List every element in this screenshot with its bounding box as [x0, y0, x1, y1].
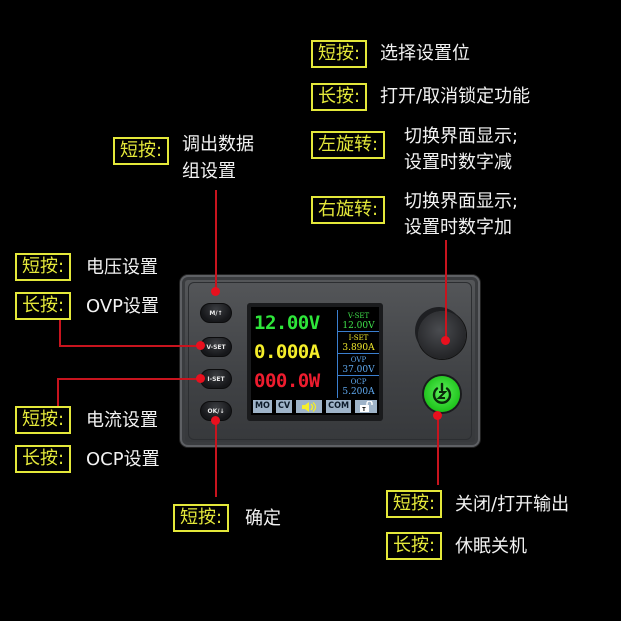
- vset-cell: V-SET 12.00V: [338, 310, 379, 332]
- iset-long-press-tag: 长按:: [15, 445, 72, 473]
- ok-leader-dot: [211, 416, 220, 425]
- power-short-press-desc: 关闭/打开输出: [455, 494, 570, 515]
- m-button-leader-dot: [211, 287, 220, 296]
- ovp-cell: OVP 37.00V: [338, 354, 379, 376]
- iset-leader-line-h: [57, 378, 201, 380]
- m-button-leader-line: [215, 190, 217, 292]
- lcd-bezel: 12.00V 0.000A 000.0W V-SET 12.00V I-SET …: [247, 303, 383, 421]
- rotary-encoder-knob[interactable]: [418, 311, 466, 359]
- lcd-screen: 12.00V 0.000A 000.0W V-SET 12.00V I-SET …: [251, 307, 379, 415]
- ovp-value: 37.00V: [342, 365, 375, 375]
- knob-rotate-right-tag: 右旋转:: [311, 196, 386, 224]
- knob-leader-dot: [441, 336, 450, 345]
- vset-label: V-SET: [347, 312, 370, 320]
- mode-chip: MO: [253, 400, 272, 413]
- m-button-short-press-desc-2: 组设置: [182, 161, 236, 182]
- knob-rotate-right-desc-1: 切换界面显示;: [404, 191, 519, 212]
- iset-long-press-desc: OCP设置: [86, 449, 160, 470]
- ocp-value: 5.200A: [342, 387, 375, 397]
- knob-rotate-left-tag: 左旋转:: [311, 131, 386, 159]
- vset-short-press-desc: 电压设置: [86, 257, 158, 278]
- vset-button[interactable]: V-SET: [200, 337, 232, 357]
- status-bar: MO CV COM T: [253, 400, 377, 413]
- vset-value: 12.00V: [342, 321, 375, 331]
- svg-text:T: T: [362, 407, 366, 412]
- knob-leader-line: [445, 240, 447, 340]
- knob-long-press-tag: 长按:: [311, 83, 368, 111]
- ocp-label: OCP: [350, 378, 367, 386]
- unlock-icon: T: [355, 400, 377, 413]
- iset-label: I-SET: [348, 334, 369, 342]
- iset-cell: I-SET 3.890A: [338, 332, 379, 354]
- power-output-button[interactable]: [424, 376, 460, 412]
- knob-rotate-right-desc-2: 设置时数字加: [404, 217, 512, 238]
- m-up-button[interactable]: M/↑: [200, 303, 232, 323]
- power-long-press-desc: 休眠关机: [455, 536, 527, 557]
- ok-short-press-desc: 确定: [245, 508, 281, 529]
- vset-long-press-desc: OVP设置: [86, 296, 160, 317]
- knob-rotate-left-desc-1: 切换界面显示;: [404, 126, 519, 147]
- power-readout: 000.0W: [254, 370, 320, 392]
- power-leader-line: [437, 415, 439, 485]
- power-supply-device: M/↑ V-SET I-SET OK/↓ 12.00V 0.000A 000.0…: [180, 275, 480, 447]
- voltage-readout: 12.00V: [254, 312, 320, 334]
- current-readout: 0.000A: [254, 341, 320, 363]
- device-panel-inset: [188, 282, 472, 440]
- setpoint-panel: V-SET 12.00V I-SET 3.890A OVP 37.00V OCP…: [337, 310, 379, 398]
- ocp-cell: OCP 5.200A: [338, 376, 379, 398]
- power-leader-dot: [433, 411, 442, 420]
- iset-value: 3.890A: [342, 343, 375, 353]
- iset-leader-dot: [196, 374, 205, 383]
- cv-chip: CV: [275, 400, 293, 413]
- power-short-press-tag: 短按:: [386, 490, 443, 518]
- power-long-press-tag: 长按:: [386, 532, 443, 560]
- m-button-short-press-desc-1: 调出数据: [182, 134, 254, 155]
- iset-short-press-desc: 电流设置: [86, 410, 158, 431]
- iset-leader-line-v: [57, 378, 59, 406]
- ok-leader-line: [215, 420, 217, 497]
- vset-long-press-tag: 长按:: [15, 292, 72, 320]
- vset-short-press-tag: 短按:: [15, 253, 72, 281]
- knob-short-press-desc: 选择设置位: [380, 43, 470, 64]
- ok-short-press-tag: 短按:: [173, 504, 230, 532]
- vset-leader-line-v: [59, 320, 61, 346]
- knob-short-press-tag: 短按:: [311, 40, 368, 68]
- m-button-short-press-tag: 短按:: [113, 137, 170, 165]
- ovp-label: OVP: [350, 356, 367, 364]
- knob-long-press-desc: 打开/取消锁定功能: [380, 86, 531, 107]
- com-chip: COM: [326, 400, 352, 413]
- vset-leader-dot: [196, 341, 205, 350]
- vset-leader-line-h: [59, 345, 201, 347]
- power-icon: [432, 382, 452, 404]
- iset-short-press-tag: 短按:: [15, 406, 72, 434]
- speaker-icon: [296, 400, 323, 413]
- knob-rotate-left-desc-2: 设置时数字减: [404, 152, 512, 173]
